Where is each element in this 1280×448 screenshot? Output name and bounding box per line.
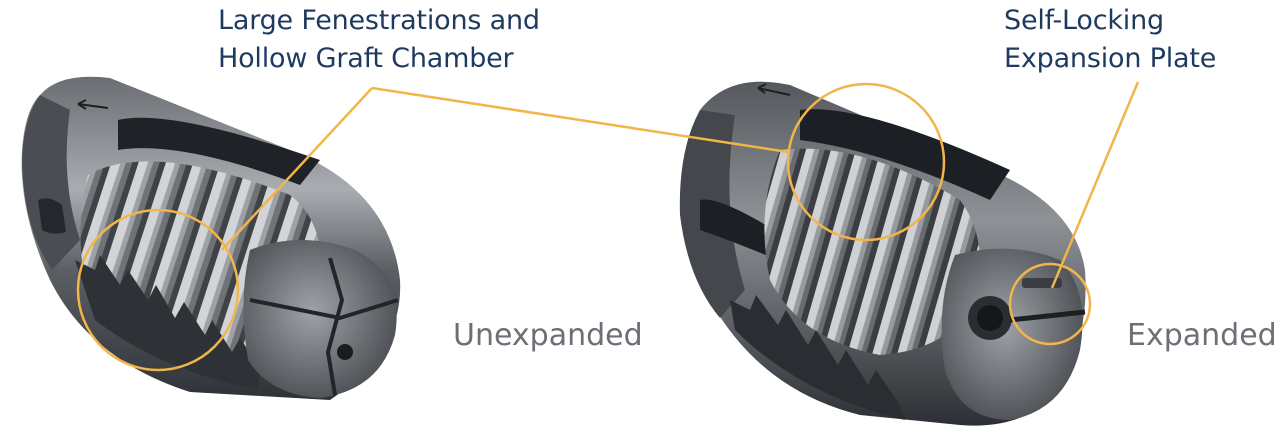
expanded-implant	[679, 81, 1086, 426]
caption-unexpanded: Unexpanded	[453, 318, 643, 353]
callout-locking-plate: Self-Locking Expansion Plate	[1004, 2, 1216, 78]
leader-line-fenestrations-right	[371, 86, 789, 154]
callout-locking-plate-line1: Self-Locking	[1004, 5, 1164, 36]
callout-fenestrations: Large Fenestrations and Hollow Graft Cha…	[218, 2, 540, 78]
callout-annotations	[76, 81, 1140, 372]
threaded-bore-inner-right	[977, 305, 1003, 331]
side-window-left	[38, 198, 66, 234]
arrow-mark-right	[757, 83, 791, 96]
callout-fenestrations-line1: Large Fenestrations and	[218, 5, 540, 36]
front-slot-right	[1009, 309, 1086, 323]
thread-region-right	[764, 148, 980, 355]
unexpanded-implant	[21, 76, 401, 401]
caption-expanded: Expanded	[1127, 318, 1277, 353]
leader-line-fenestrations-left	[221, 87, 373, 251]
cap-hole-left	[337, 344, 353, 360]
lower-teeth-left	[75, 255, 260, 390]
fenestration-slot-right	[800, 109, 1010, 200]
lower-teeth-right	[730, 295, 905, 420]
leader-line-plate	[1050, 81, 1140, 289]
callout-fenestrations-line2: Hollow Graft Chamber	[218, 43, 514, 74]
implant-back-face-left	[22, 95, 80, 270]
highlight-circle-plate	[1008, 262, 1092, 346]
highlight-circle-threads-left	[76, 208, 240, 372]
front-cap-left	[243, 240, 397, 398]
highlight-circle-threads-right	[786, 82, 946, 242]
arrow-mark-left	[77, 99, 109, 110]
cap-slot-left-a	[325, 257, 345, 396]
cap-slot-left-b	[249, 298, 399, 321]
fenestration-slot-left	[118, 117, 320, 185]
callout-locking-plate-line2: Expansion Plate	[1004, 43, 1217, 74]
front-face-right	[941, 248, 1083, 420]
